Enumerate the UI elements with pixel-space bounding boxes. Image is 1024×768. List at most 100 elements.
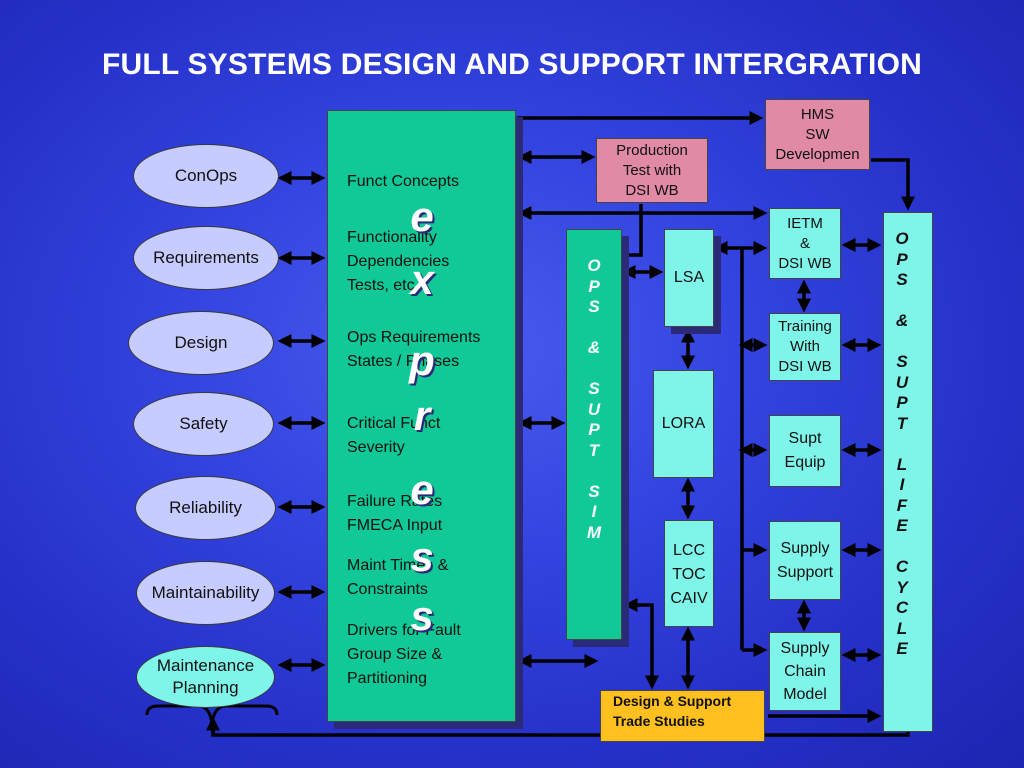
ops-sim-letter [566,359,622,380]
express-letter-7: s [410,592,434,639]
line-production-down [625,204,643,257]
funct-concepts-line: Funct Concepts [347,173,460,190]
arrow-opssim-trade [623,598,659,690]
maintenance-planning-label-1: Maintenance [156,656,255,675]
trade-studies-box: Design & Support Trade Studies [600,690,765,742]
failure-rates-text: Failure Rates FMECA Input [347,490,442,538]
ops-sim-letter: T [588,440,600,460]
express-letter-3: p [409,337,435,384]
lora-box: LORA [653,370,714,478]
ops-supt-lifecycle-box [883,212,933,732]
critical-funct-line-1: Critical Funct [347,415,441,432]
lifecycle-letter: L [896,618,908,638]
supply-chain-box: Supply Chain Model [769,632,841,711]
lifecycle-letter: P [896,393,908,412]
ops-sim-letter: S [588,481,600,501]
ops-requirements-line-2: States / Phases [347,353,460,370]
page-title: FULL SYSTEMS DESIGN AND SUPPORT INTERGRA… [102,48,922,81]
training-line-3: DSI WB [778,358,832,375]
lifecycle-letter [883,434,921,455]
ops-sim-letter: O [587,256,601,275]
design-label: Design [174,333,228,352]
lifecycle-letter: O [895,229,909,248]
express-letter-1: e [410,193,434,240]
training-line-2: With [790,338,820,355]
ietm-line-1: IETM [787,214,823,232]
lifecycle-letter: C [895,598,909,617]
critical-funct-line-2: Severity [347,439,405,456]
conops-label: ConOps [174,166,238,185]
supply-support-box: Supply Support [769,521,841,600]
hms-line-2: SW [805,125,830,143]
ops-sim-letter: I [591,502,597,521]
ops-sim-letter: U [587,399,601,419]
ietm-line-3: DSI WB [778,254,832,272]
express-letter-2: x [410,256,434,303]
maint-times-line-1: Maint Times & [347,557,449,574]
reliability-label: Reliability [169,498,242,517]
functionality-line-3: Tests, etc [347,277,415,294]
express-letter-6: s [410,533,434,580]
lifecycle-letter [883,537,921,558]
maint-times-line-2: Constraints [347,581,428,598]
reliability-ellipse: Reliability [135,476,276,540]
toc-label: TOC [672,566,706,583]
lifecycle-letter: Y [896,577,908,597]
ops-sim-letter: P [588,276,600,296]
training-box: Training With DSI WB [769,313,841,381]
ops-sim-letter [566,461,622,482]
lifecycle-letter: T [896,413,908,433]
requirements-ellipse: Requirements [133,226,279,290]
failure-rates-line-1: Failure Rates [347,493,443,510]
lifecycle-letter: C [895,557,909,576]
inputs-brace [145,704,279,725]
ops-sim-letter: M [586,522,602,542]
training-line-1: Training [778,318,832,335]
hms-sw-box: HMS SW Developmen [765,99,870,170]
maint-times-text: Maint Times & Constraints [347,554,448,602]
maintenance-planning-ellipse: Maintenance Planning [136,646,275,708]
supply-chain-line-2: Chain [784,663,826,680]
supt-equip-line-1: Supt [788,430,822,447]
lifecycle-letter [883,291,921,312]
production-line-2: Test with [622,161,682,179]
supply-support-line-2: Support [776,563,834,581]
hms-line-3: Developmen [775,145,860,163]
drivers-line-2: Group Size & [347,646,443,663]
ops-supt-sim-label: O P S & S U P T S I M [566,256,622,543]
lifecycle-letter: E [896,516,908,535]
supply-chain-line-3: Model [783,686,827,703]
caiv-label: CAIV [670,590,708,607]
lifecycle-letter: P [896,249,908,269]
funct-concepts-text: Funct Concepts [347,170,459,194]
maintainability-label: Maintainability [151,583,260,602]
lifecycle-letter: S [896,270,908,289]
ops-supt-sim-box [566,229,622,640]
supply-chain-line-1: Supply [780,640,830,657]
maintainability-ellipse: Maintainability [136,561,275,625]
line-bottom-return [211,728,910,737]
production-line-3: DSI WB [625,181,679,199]
lsa-box: LSA [664,229,714,327]
failure-rates-line-2: FMECA Input [347,517,443,534]
functionality-line-1: Functionality [347,229,437,246]
drivers-line-1: Drivers for Fault [347,622,461,639]
supply-support-line-1: Supply [780,539,830,557]
lifecycle-letter: S [896,352,908,371]
safety-label: Safety [179,414,228,433]
express-letter-4: r [413,392,431,439]
ietm-box: IETM & DSI WB [769,208,841,279]
drivers-line-3: Partitioning [347,670,428,687]
lcc-label: LCC [672,542,705,559]
production-test-box: Production Test with DSI WB [596,138,708,203]
lifecycle-letter: F [896,495,908,515]
express-block [327,110,516,722]
trade-line-1: Design & Support [613,693,732,709]
supt-equip-box: Supt Equip [769,415,841,487]
supt-equip-line-2: Equip [784,454,826,471]
ops-sim-letter: P [588,420,600,439]
arrow-hms-lifecycle [871,158,915,211]
drivers-text: Drivers for Fault Group Size & Partition… [347,619,461,691]
requirements-label: Requirements [153,248,259,267]
